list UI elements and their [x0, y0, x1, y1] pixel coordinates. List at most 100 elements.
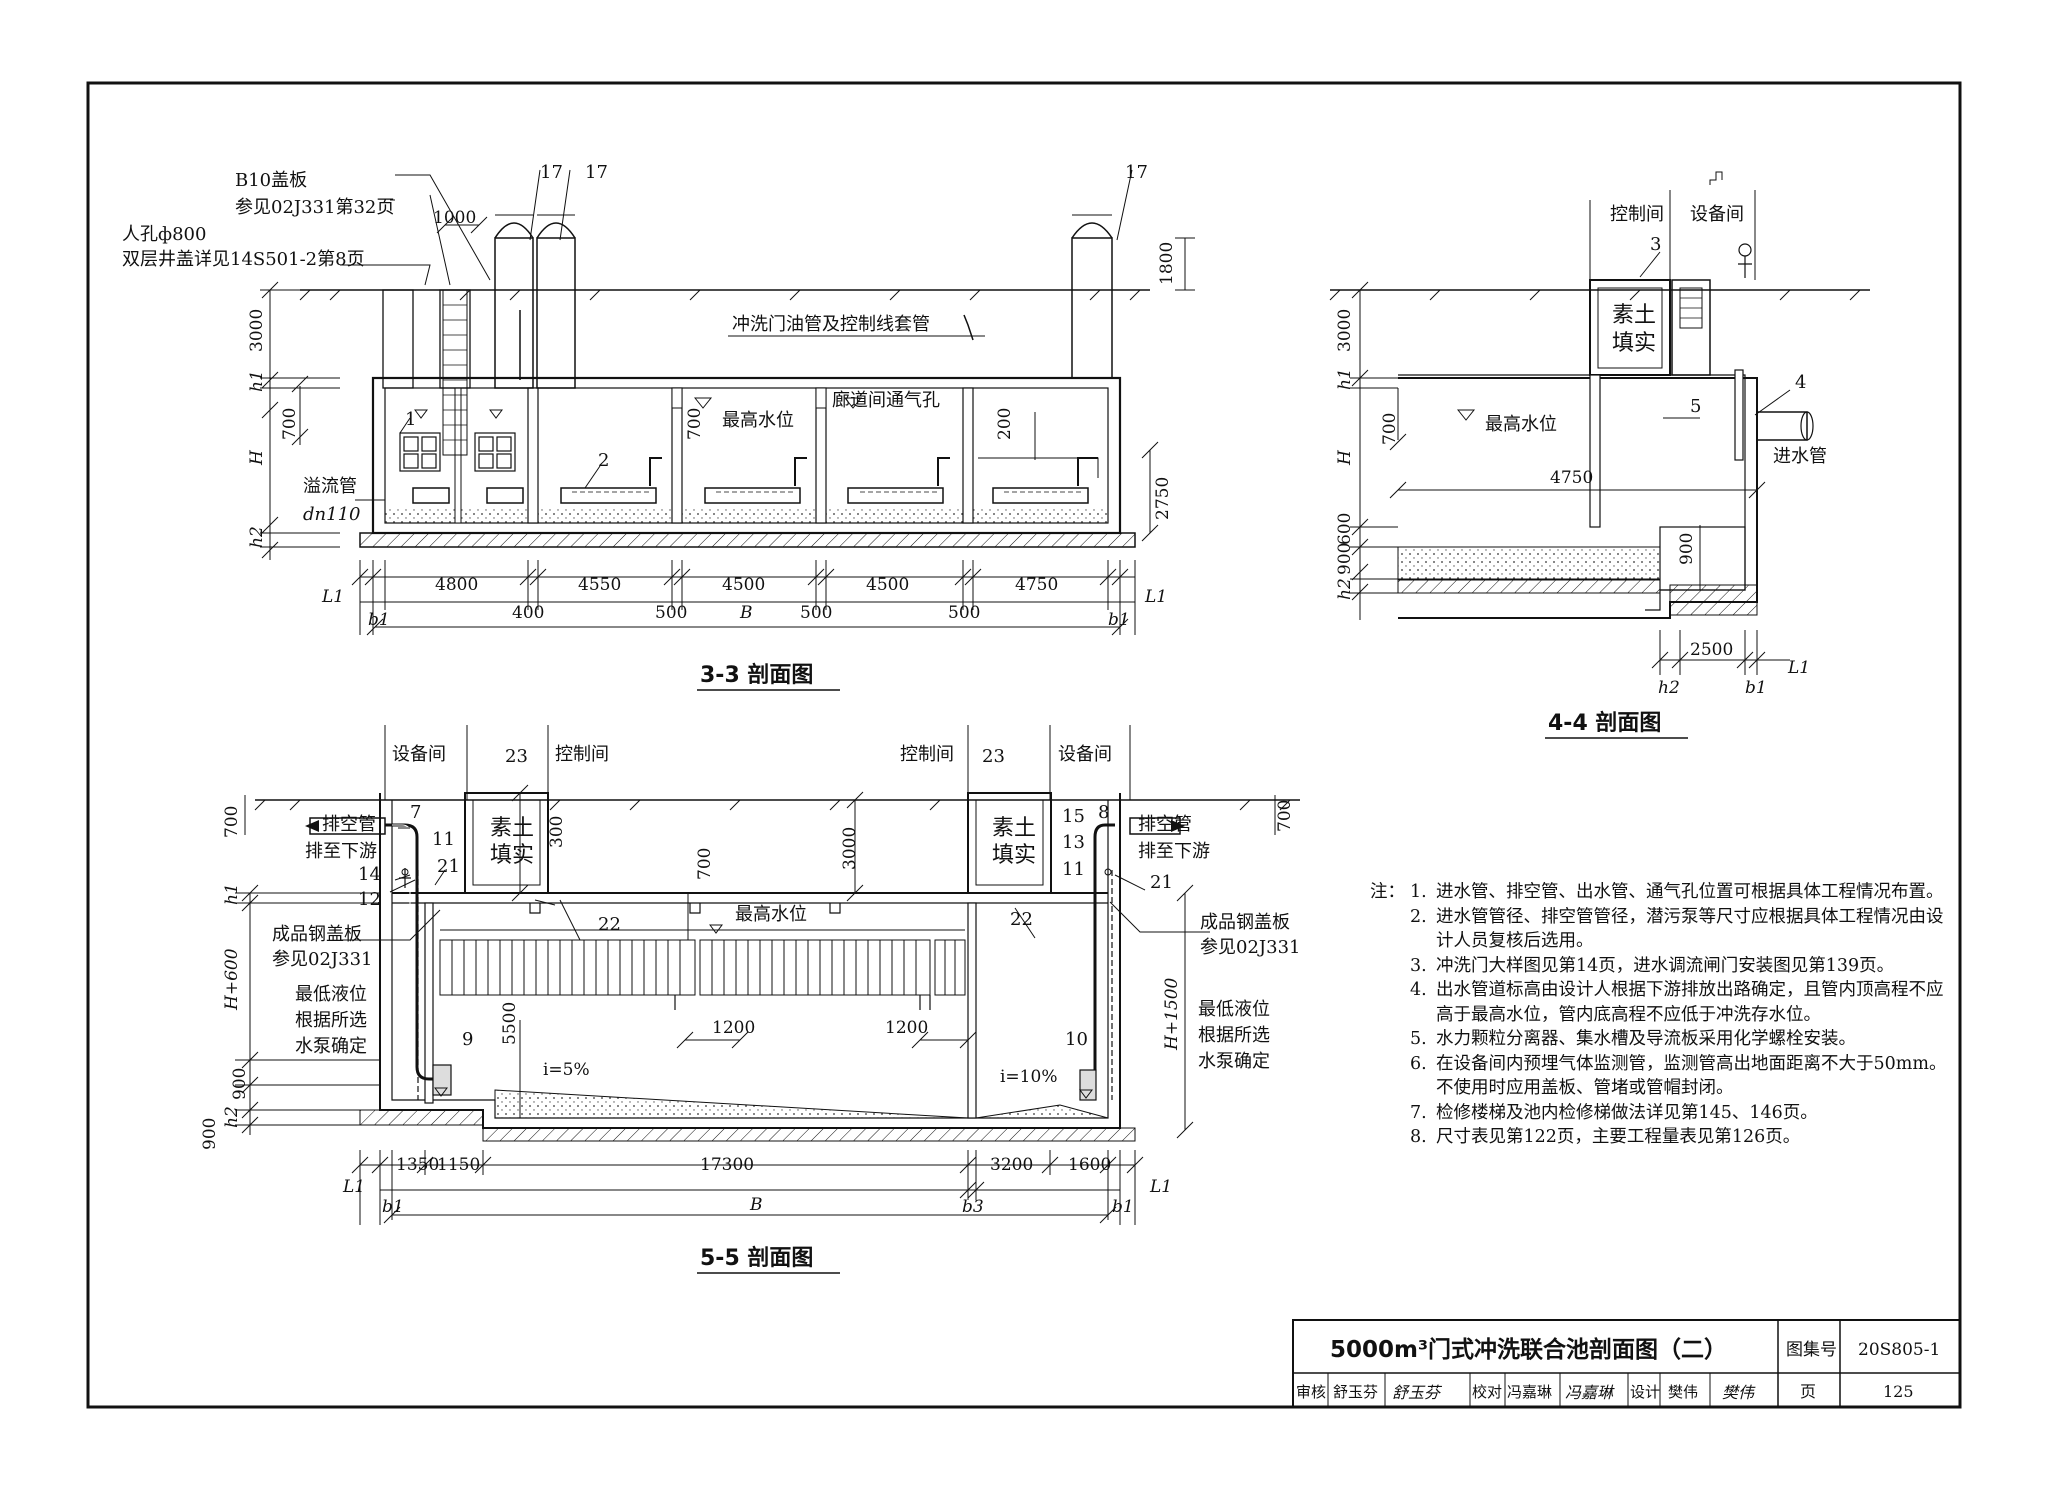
- label-slope-2: i=10%: [1000, 1067, 1057, 1087]
- note-item: 2.进水管管径、排空管管径，潜污泵等尺寸应根据具体工程情况由设计人员复核后选用。: [1410, 906, 1944, 952]
- dim-sym-L1-55-right: L1: [1149, 1177, 1172, 1197]
- label-control-55-right: 控制间: [900, 744, 954, 765]
- dim-sym-H600: H+600: [222, 948, 242, 1011]
- dim-wall-2: 500: [655, 603, 687, 623]
- dim-1150: 1150: [437, 1155, 480, 1175]
- pump-units-33: [399, 432, 516, 472]
- dim-3000: 3000: [247, 309, 267, 352]
- callout-10: 10: [1065, 1029, 1088, 1050]
- dim-sym-B-55: B: [749, 1195, 763, 1215]
- reviewer: 舒玉芬: [1333, 1383, 1378, 1401]
- callout-17b: 17: [585, 162, 608, 183]
- title-block: 5000m³门式冲洗联合池剖面图（二） 图集号 20S805-1 审核 舒玉芬 …: [1292, 1319, 1961, 1408]
- dim-wall-3: 500: [800, 603, 832, 623]
- label-by-pump1-right: 根据所选: [1198, 1025, 1270, 1046]
- label-soil-55-right: 素土: [992, 816, 1036, 841]
- sheet-frame: [86, 81, 1962, 1409]
- callout-21-right: 21: [1150, 872, 1173, 893]
- label-equipment-55-left: 设备间: [392, 744, 446, 765]
- section-5-5: [235, 725, 1300, 1225]
- reviewer-sign: 舒玉芬: [1392, 1383, 1443, 1402]
- dim-bay-3: 4500: [722, 575, 765, 595]
- ground-hatch-33: [299, 289, 1141, 301]
- dim-300-55: 300: [547, 816, 567, 848]
- label-manhole: 人孔ф800: [122, 224, 206, 245]
- callout-2: 2: [598, 450, 609, 471]
- notes-head: 注：: [1370, 882, 1405, 902]
- callout-12: 12: [358, 889, 381, 910]
- callout-5: 5: [1690, 396, 1701, 417]
- dim-2750: 2750: [1153, 477, 1173, 520]
- dim-1800: 1800: [1157, 242, 1177, 285]
- label-steel-ref-right: 参见02J331: [1200, 937, 1300, 958]
- dim-900b-55: 900: [200, 1118, 220, 1150]
- dim-700-left: 700: [280, 408, 300, 440]
- label-downstream-left: 排至下游: [305, 841, 377, 862]
- label-overflow-dn: dn110: [303, 504, 360, 525]
- designer: 樊伟: [1668, 1383, 1698, 1401]
- dim-bay-5: 4750: [1015, 575, 1058, 595]
- dim-900b-44: 900: [1677, 533, 1697, 565]
- label-overflow: 溢流管: [303, 476, 357, 497]
- label-soil-44: 素土: [1612, 303, 1656, 328]
- page-no: 125: [1883, 1382, 1914, 1401]
- caption-3-3: 3-3 剖面图: [700, 662, 813, 688]
- atlas-no: 20S805-1: [1858, 1340, 1940, 1360]
- dim-5500-55: 5500: [500, 1002, 520, 1045]
- dim-700-55-left: 700: [222, 806, 242, 838]
- notes-list: 1.进水管、排空管、出水管、通气孔位置可根据具体工程情况布置。 2.进水管管径、…: [1370, 880, 1950, 1150]
- separator-grid: [439, 939, 966, 996]
- section-3-3: [260, 169, 1195, 636]
- label-b10: B10盖板: [235, 170, 307, 191]
- dim-sym-B: B: [739, 603, 753, 623]
- label-control-44: 控制间: [1610, 204, 1664, 225]
- review-label: 审核: [1296, 1383, 1326, 1401]
- dim-3000-55: 3000: [840, 827, 860, 870]
- callout-7: 7: [410, 802, 421, 823]
- dim-1600: 1600: [1068, 1155, 1111, 1175]
- label-steel-cover-right: 成品钢盖板: [1200, 912, 1290, 933]
- dim-900a-55: 900: [230, 1068, 250, 1100]
- check-label: 校对: [1472, 1383, 1502, 1401]
- designer-sign: 樊伟: [1722, 1383, 1756, 1402]
- label-min-level-right: 最低液位: [1198, 999, 1270, 1020]
- drawing-title: 5000m³门式冲洗联合池剖面图（二）: [1330, 1336, 1727, 1363]
- callout-15: 15: [1062, 806, 1085, 827]
- section-4-4: [1329, 171, 1870, 675]
- dim-right-33: [1034, 237, 1195, 542]
- label-downstream-right: 排至下游: [1138, 841, 1210, 862]
- dim-700-55-mid: 700: [695, 848, 715, 880]
- label-drain-left: 排空管: [322, 814, 376, 835]
- callout-8: 8: [1098, 802, 1109, 823]
- label-steel-cover-left: 成品钢盖板: [272, 924, 362, 945]
- dim-sym-L1-left: L1: [321, 587, 344, 607]
- dim-bay-2: 4550: [578, 575, 621, 595]
- dim-sym-H: H: [247, 449, 267, 466]
- dim-sym-h2-55: h2: [222, 1106, 242, 1128]
- dim-3000-44: 3000: [1335, 309, 1355, 352]
- label-inlet: 进水管: [1773, 446, 1827, 467]
- callout-21-left: 21: [437, 856, 460, 877]
- dim-bay-1: 4800: [435, 575, 478, 595]
- callout-11-left: 11: [432, 829, 455, 850]
- design-label: 设计: [1630, 1383, 1660, 1401]
- label-soil2-55-left: 填实: [490, 843, 534, 868]
- dim-sym-H-44: H: [1335, 449, 1355, 466]
- label-by-pump2-right: 水泵确定: [1198, 1051, 1270, 1072]
- dim-sym-H1500: H+1500: [1162, 977, 1182, 1051]
- page-label: 页: [1800, 1382, 1816, 1401]
- note-item: 7.检修楼梯及池内检修梯做法详见第145、146页。: [1410, 1102, 1818, 1123]
- callout-3: 3: [1650, 234, 1661, 255]
- callout-14: 14: [358, 864, 381, 885]
- callout-17c: 17: [1125, 162, 1148, 183]
- label-soil2-44: 填实: [1612, 331, 1656, 356]
- label-manhole-ref: 双层井盖详见14S501-2第8页: [122, 249, 365, 270]
- callout-11-right: 11: [1062, 859, 1085, 880]
- label-by-pump1-left: 根据所选: [295, 1010, 367, 1031]
- note-item: 1.进水管、排空管、出水管、通气孔位置可根据具体工程情况布置。: [1410, 882, 1944, 902]
- texts-4-4: 控制间 设备间 3 素土 填实 最高水位 5 4 进水管 3000 700 60…: [1335, 204, 1827, 739]
- dim-bay-4: 4500: [866, 575, 909, 595]
- note-item: 5.水力颗粒分离器、集水槽及导流板采用化学螺栓安装。: [1410, 1029, 1856, 1049]
- label-by-pump2-left: 水泵确定: [295, 1036, 367, 1057]
- label-max-level-33: 最高水位: [722, 410, 794, 431]
